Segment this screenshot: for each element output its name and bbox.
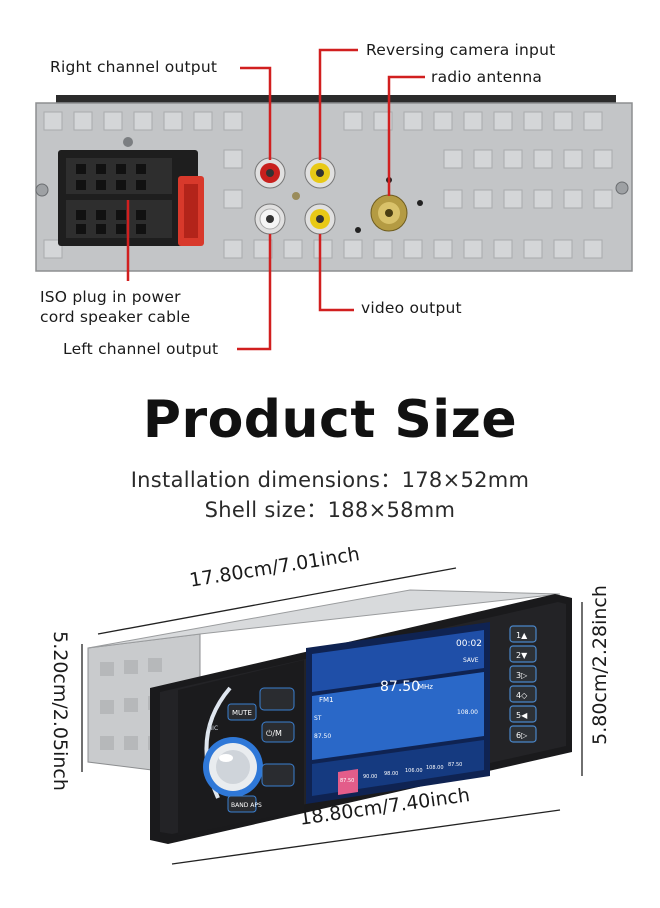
side-key-1: 1▲	[516, 631, 528, 640]
chassis-embossing	[43, 111, 613, 259]
rca-yellow-jack-bottom	[304, 203, 336, 235]
side-key-labels: 1▲ 2▼ 3▷ 4◇ 5◀ 6▷	[516, 631, 528, 740]
preset-row: 87.50 90.00 98.00 106.00 108.00 87.50	[340, 762, 462, 784]
screen-save: SAVE	[463, 657, 479, 664]
preset-3: 98.00	[384, 771, 398, 777]
rca-white-jack	[254, 203, 286, 235]
mic-label: MIC	[207, 725, 218, 732]
top-rail	[56, 95, 616, 105]
side-key-4: 4◇	[516, 691, 528, 700]
screen-band: FM1	[319, 696, 334, 704]
scale-start: 87.50	[314, 733, 331, 740]
side-key-5: 5◀	[516, 711, 528, 720]
ground-screw	[292, 192, 300, 200]
right-screw	[615, 181, 629, 195]
screen-time: 00:02	[456, 639, 482, 649]
volume-knob	[203, 737, 263, 797]
iso-screw	[123, 137, 133, 147]
rca-red-jack	[254, 157, 286, 189]
rca-yellow-jack-top	[304, 157, 336, 189]
side-keypad	[509, 625, 537, 743]
device-svg: MUTE MIC ⏻/M BAND APS 00:02 87.50 MHz FM…	[81, 567, 583, 865]
shell-size: Shell size：188×58mm	[204, 498, 456, 522]
front-buttons	[227, 687, 295, 813]
screen-frequency: 87.50	[380, 679, 420, 695]
measure-left-height: 5.20cm/2.05inch	[49, 631, 71, 791]
preset-6: 87.50	[448, 762, 462, 768]
rear-panel-illustration	[0, 0, 660, 380]
dimension-lines	[81, 567, 583, 865]
preset-1: 87.50	[340, 778, 354, 784]
callout-left-channel: Left channel output	[63, 340, 219, 358]
callout-right-channel: Right channel output	[50, 58, 218, 76]
callout-reversing-camera: Reversing camera input	[366, 41, 556, 59]
screen-unit: MHz	[418, 683, 433, 691]
antenna-jack	[355, 177, 423, 233]
measure-right-height: 5.80cm/2.28inch	[589, 585, 611, 745]
left-screw	[35, 183, 49, 197]
preset-4: 106.00	[405, 768, 423, 774]
iso-connector	[58, 150, 204, 246]
preset-5: 108.00	[426, 765, 444, 771]
device-screen	[306, 622, 490, 804]
side-key-2: 2▼	[516, 651, 528, 660]
page-title: Product Size	[142, 390, 518, 450]
scale-end: 108.00	[457, 709, 478, 716]
side-key-6: 6▷	[516, 731, 528, 740]
callout-lines	[126, 48, 425, 351]
mode-label: ⏻/M	[266, 729, 282, 738]
callout-video-output: video output	[361, 299, 462, 317]
device-illustration: MUTE MIC ⏻/M BAND APS 00:02 87.50 MHz FM…	[0, 540, 660, 904]
screen-st: ST	[314, 715, 322, 722]
mute-label: MUTE	[232, 709, 252, 717]
callout-iso-plug: ISO plug in power cord speaker cable	[40, 288, 191, 326]
installation-dimensions: Installation dimensions：178×52mm	[130, 468, 530, 492]
side-key-3: 3▷	[516, 671, 528, 680]
band-label: BAND APS	[231, 802, 262, 809]
callout-radio-antenna: radio antenna	[431, 68, 543, 86]
preset-2: 90.00	[363, 774, 377, 780]
rear-panel-svg	[35, 48, 633, 351]
